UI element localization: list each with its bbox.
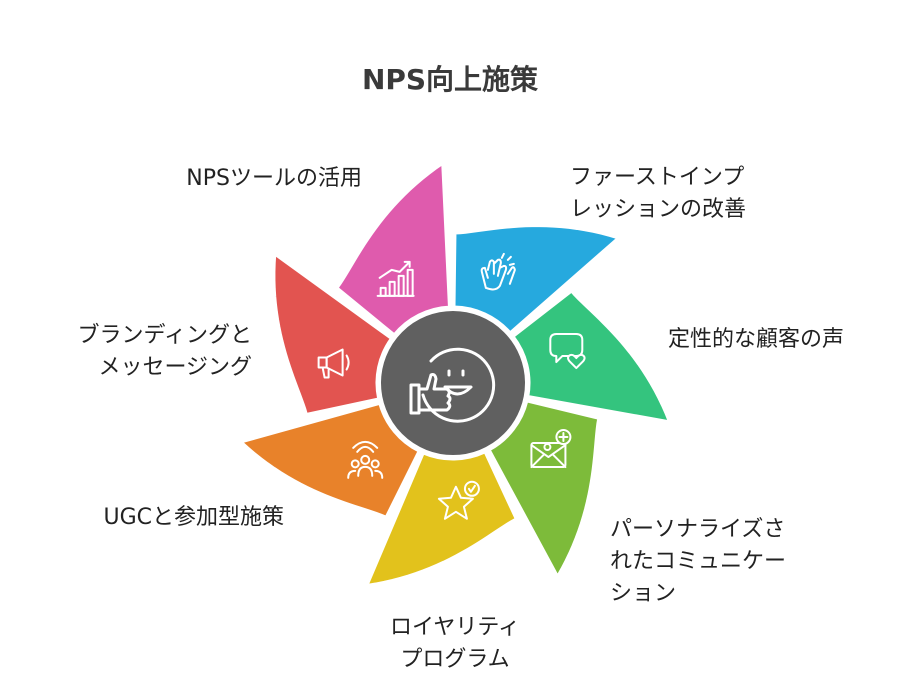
- label-personalized-communication: パーソナライズさ れたコミュニケー ション: [610, 517, 787, 606]
- smiley-thumbs-up-icon: [409, 347, 496, 423]
- label-nps-tool: NPSツールの活用: [186, 166, 362, 191]
- clapping-hands-icon: [480, 252, 516, 291]
- label-first-impression: ファーストインプ レッションの改善: [570, 165, 747, 222]
- center-hub: [377, 307, 529, 459]
- label-branding: ブランディングと メッセージング: [77, 323, 252, 380]
- label-ugc: UGCと参加型施策: [103, 505, 284, 530]
- label-customer-voice: 定性的な顧客の声: [668, 327, 845, 352]
- page-title: NPS向上施策: [361, 63, 539, 96]
- growth-chart-icon: [376, 260, 415, 297]
- people-group-icon: [347, 440, 384, 479]
- megaphone-icon: [317, 348, 350, 379]
- speech-bubble-heart-icon: [549, 333, 586, 370]
- envelope-person-icon: [530, 429, 572, 469]
- star-check-icon: [437, 480, 480, 520]
- label-loyalty-program: ロイヤリティ プログラム: [389, 615, 521, 672]
